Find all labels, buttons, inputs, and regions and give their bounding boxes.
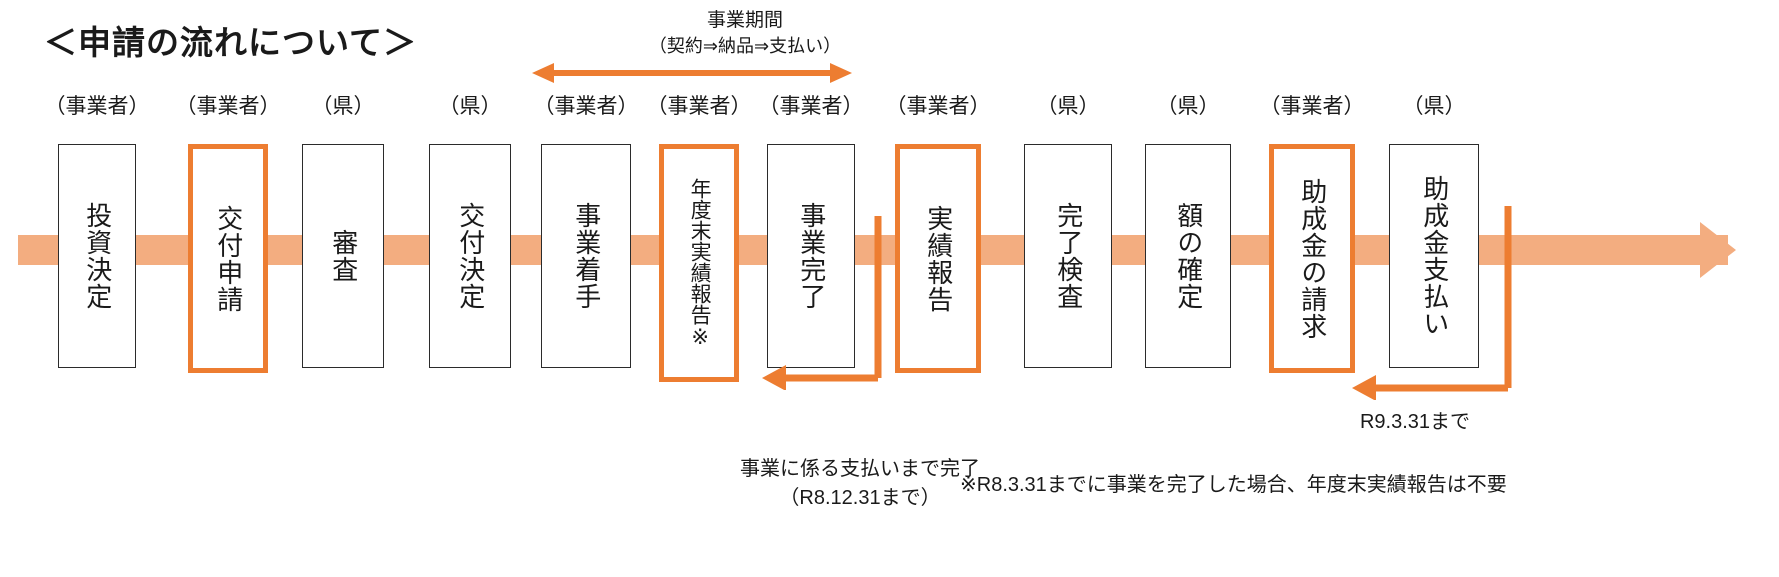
step-label: 完了検査 [1053,202,1084,310]
step-label: 交付決定 [455,202,486,310]
right-loop-note: R9.3.31まで [1359,411,1471,433]
step-label: 額の確定 [1173,202,1204,310]
step-box: 事業着手 [541,144,631,368]
page-title: ＜申請の流れについて＞ [44,24,418,61]
step-label: 実績報告 [923,204,954,313]
period-label-line1: 事業期間 [706,10,783,31]
step-box: 交付決定 [429,144,511,368]
step-box: 額の確定 [1145,144,1231,368]
right-feedback-loop-arrow-icon [1352,206,1512,400]
step-box: 交付申請 [188,144,268,373]
step-actor-label: （県） [311,95,375,118]
step-actor-label: （県） [438,95,502,118]
step-actor-label: （事業者） [885,95,991,118]
step-actor-label: （県） [1036,95,1100,118]
step-box: 事業完了 [767,144,855,368]
step-actor-label: （事業者） [175,95,281,118]
step-box: 助成金の請求 [1269,144,1355,373]
period-label-line2: （契約⇒納品⇒支払い） [648,36,842,57]
step-actor-label: （事業者） [1259,95,1365,118]
left-loop-note-line2: （R8.12.31まで） [779,487,941,509]
step-label: 助成金支払い [1419,175,1450,337]
footnote-text: ※R8.3.31までに事業を完了した場合、年度末実績報告は不要 [960,474,1507,496]
step-box: 年度末実績報告※ [659,144,739,382]
step-actor-label: （県） [1156,95,1220,118]
step-box: 審査 [302,144,384,368]
step-label: 交付申請 [213,204,244,313]
left-loop-note: 事業に係る支払いまで完了 （R8.12.31まで） [700,455,1020,513]
step-label: 年度末実績報告※ [688,177,712,349]
step-label: 助成金の請求 [1297,177,1328,340]
step-label: 投資決定 [82,202,113,310]
period-double-arrow-icon [532,63,852,83]
step-actor-label: （事業者） [533,95,639,118]
step-box: 完了検査 [1024,144,1112,368]
step-label: 事業着手 [571,202,602,310]
step-actor-label: （事業者） [44,95,150,118]
step-label: 事業完了 [796,202,827,310]
step-box: 実績報告 [895,144,981,373]
step-actor-label: （事業者） [646,95,752,118]
flow-track-arrowhead-icon [1700,222,1736,278]
step-label: 審査 [328,229,359,283]
left-loop-note-line1: 事業に係る支払いまで完了 [740,458,980,480]
step-actor-label: （事業者） [758,95,864,118]
step-box: 助成金支払い [1389,144,1479,368]
step-box: 投資決定 [58,144,136,368]
left-feedback-loop-arrow-icon [762,216,882,390]
step-actor-label: （県） [1402,95,1466,118]
period-bracket-label: 事業期間 （契約⇒納品⇒支払い） [600,8,890,59]
